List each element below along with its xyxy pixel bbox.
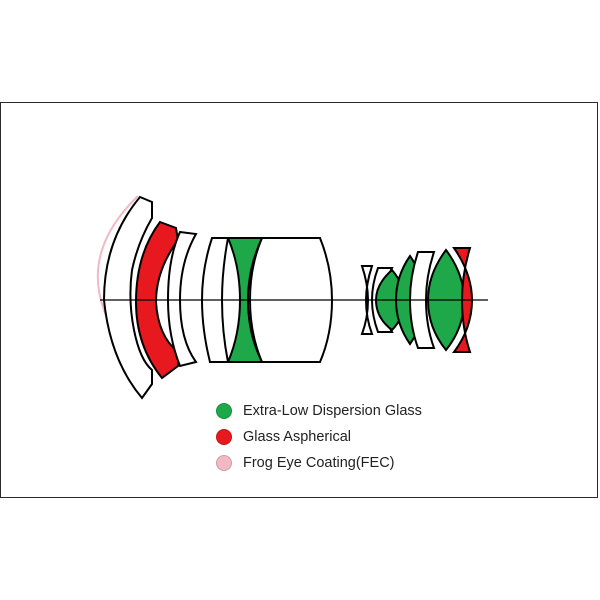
lens-element-1 xyxy=(102,195,153,400)
lens-element-2-aspherical xyxy=(134,220,180,380)
legend-label-ed: Extra-Low Dispersion Glass xyxy=(243,403,422,419)
legend: Extra-Low Dispersion Glass Glass Aspheri… xyxy=(216,398,476,476)
lens-element-3 xyxy=(166,230,198,368)
legend-item-ed: Extra-Low Dispersion Glass xyxy=(216,398,476,424)
legend-label-aspherical: Glass Aspherical xyxy=(243,429,351,445)
legend-swatch-fec xyxy=(216,455,232,471)
legend-swatch-aspherical xyxy=(216,429,232,445)
legend-swatch-ed xyxy=(216,403,232,419)
legend-item-fec: Frog Eye Coating(FEC) xyxy=(216,450,476,476)
legend-label-fec: Frog Eye Coating(FEC) xyxy=(243,455,395,471)
legend-item-aspherical: Glass Aspherical xyxy=(216,424,476,450)
